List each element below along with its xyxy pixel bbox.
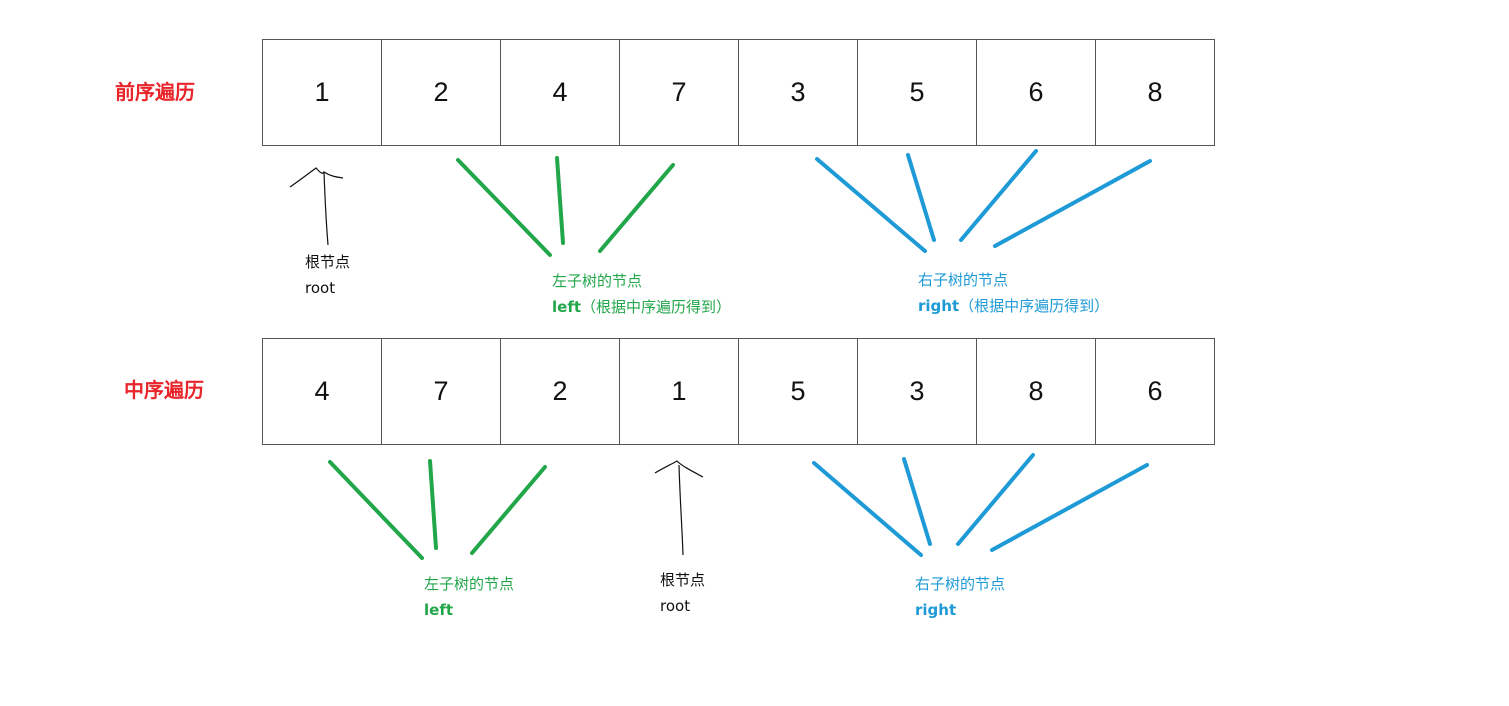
inorder-cell: 8	[977, 339, 1096, 444]
right-zh: 右子树的节点	[915, 575, 1006, 593]
inorder-label: 中序遍历	[124, 378, 204, 402]
inorder-cell: 1	[620, 339, 739, 444]
preorder-right-note: 右子树的节点 right（根据中序遍历得到）	[918, 267, 1109, 319]
preorder-right-stroke	[959, 149, 1038, 242]
inorder-cell: 4	[263, 339, 382, 444]
preorder-root-note: 根节点 root	[305, 249, 350, 301]
inorder-cell: 6	[1147, 376, 1163, 406]
preorder-right-stroke	[993, 159, 1152, 248]
root-en: root	[305, 279, 336, 297]
inorder-cell: 5	[739, 339, 858, 444]
preorder-label: 前序遍历	[115, 80, 195, 104]
preorder-right-stroke	[906, 153, 936, 242]
root-zh: 根节点	[305, 253, 351, 271]
root-en: root	[660, 597, 691, 615]
inorder-array: 4 7 2 1 5 3 8 6	[262, 338, 1215, 445]
inorder-root-note: 根节点 root	[660, 567, 705, 619]
root-zh: 根节点	[660, 571, 706, 589]
inorder-left-stroke	[470, 465, 547, 555]
inorder-left-stroke	[328, 460, 424, 560]
inorder-root-arrow	[654, 460, 704, 556]
preorder-cell: 5	[858, 40, 977, 145]
left-paren: （根据中序遍历得到）	[581, 298, 732, 316]
right-en: right	[918, 297, 960, 315]
preorder-cell: 6	[977, 40, 1096, 145]
preorder-cell: 4	[501, 40, 620, 145]
preorder-cell: 2	[382, 40, 501, 145]
inorder-left-note: 左子树的节点 left	[424, 571, 514, 623]
preorder-left-stroke	[456, 158, 552, 257]
right-paren: （根据中序遍历得到）	[959, 297, 1110, 315]
left-en: left	[424, 601, 454, 619]
inorder-cell: 3	[858, 339, 977, 444]
preorder-left-stroke	[555, 156, 565, 245]
right-zh: 右子树的节点	[918, 271, 1009, 289]
inorder-cell: 2	[501, 339, 620, 444]
left-en: left	[552, 298, 582, 316]
preorder-cell: 7	[620, 40, 739, 145]
preorder-cell: 1	[263, 40, 382, 145]
preorder-right-stroke	[815, 157, 927, 253]
preorder-array: 1 2 4 7 3 5 6 8	[262, 39, 1215, 146]
inorder-right-note: 右子树的节点 right	[915, 571, 1005, 623]
preorder-cell: 3	[739, 40, 858, 145]
left-zh: 左子树的节点	[552, 272, 643, 290]
inorder-right-stroke	[956, 453, 1035, 546]
right-en: right	[915, 601, 957, 619]
preorder-left-stroke	[598, 163, 675, 253]
inorder-cell: 7	[382, 339, 501, 444]
left-zh: 左子树的节点	[424, 575, 515, 593]
inorder-right-stroke	[812, 461, 923, 557]
inorder-right-stroke	[902, 457, 932, 546]
preorder-root-arrow	[289, 167, 344, 246]
inorder-left-stroke	[428, 459, 438, 550]
preorder-left-note: 左子树的节点 left（根据中序遍历得到）	[552, 268, 731, 320]
preorder-cell: 8	[1147, 77, 1163, 107]
inorder-right-stroke	[990, 463, 1149, 552]
